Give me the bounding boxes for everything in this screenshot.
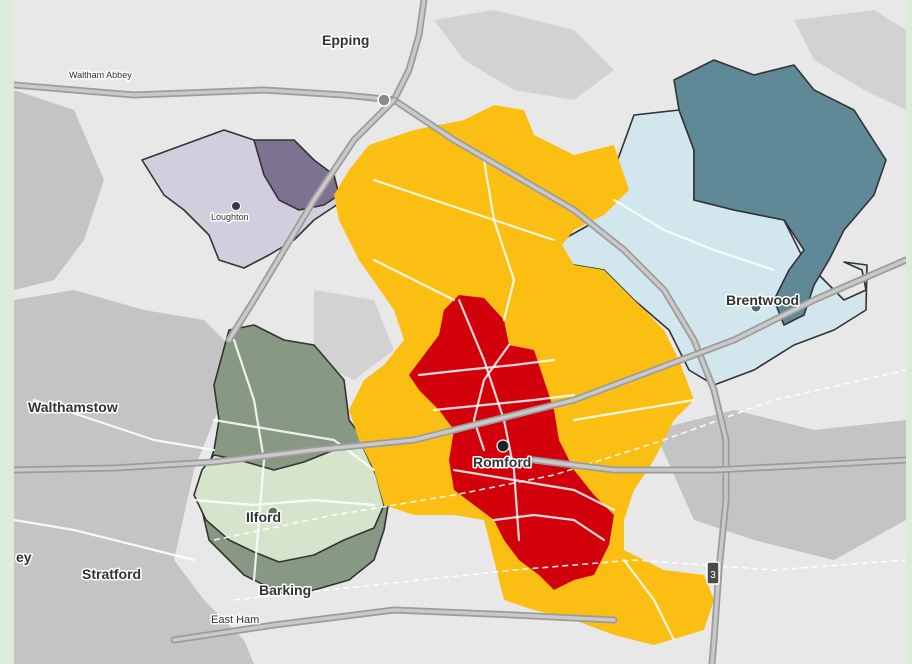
town-centre-marker-icon[interactable] <box>267 506 279 518</box>
local-road-8 <box>482 158 516 322</box>
place-label-east-ham: East Ham <box>211 614 259 626</box>
place-label-partial: ey <box>16 549 32 565</box>
local-road-12 <box>192 498 376 507</box>
railway-line-south <box>233 559 906 601</box>
woodland-north <box>434 10 614 100</box>
urban-area-east <box>654 410 906 560</box>
motorway-junction-icon <box>377 93 391 107</box>
m11-motorway-inner <box>392 0 426 102</box>
local-road-5 <box>492 513 606 542</box>
town-centre-marker-icon[interactable] <box>750 301 762 313</box>
a127-road-inner <box>532 458 906 472</box>
map-frame: 3 Epping Waltham Abbey Loughton Brentwoo… <box>14 0 906 664</box>
local-road-16 <box>32 398 216 452</box>
local-road-10 <box>232 338 266 582</box>
catchment-map[interactable]: 3 Epping Waltham Abbey Loughton Brentwoo… <box>14 0 906 664</box>
svg-text:3: 3 <box>710 570 716 581</box>
place-label-loughton: Loughton <box>211 212 249 222</box>
local-road-7 <box>372 178 556 242</box>
a12-road-inner <box>14 258 906 472</box>
railway-line-east <box>213 369 906 541</box>
town-centre-marker-icon[interactable] <box>231 201 241 211</box>
place-label-brentwood: Brentwood <box>726 292 799 308</box>
town-centre-marker-icon[interactable] <box>496 439 510 453</box>
local-road-13 <box>612 198 776 272</box>
local-road-4 <box>452 468 616 512</box>
local-road-17 <box>14 518 196 562</box>
place-label-ilford: Ilford <box>246 509 281 525</box>
brentwood-core-zone[interactable] <box>673 59 887 326</box>
local-road-9 <box>372 258 456 302</box>
ilford-outer-zone[interactable] <box>193 444 385 563</box>
local-road-6 <box>472 343 511 452</box>
woodland-northeast <box>794 10 906 110</box>
place-label-barking: Barking <box>259 582 311 598</box>
local-road-1 <box>417 358 556 377</box>
urban-area-west <box>14 290 254 664</box>
local-road-15 <box>622 558 676 642</box>
local-road-14 <box>572 398 696 422</box>
place-label-waltham-abbey: Waltham Abbey <box>69 70 132 80</box>
place-label-romford: Romford <box>473 454 531 470</box>
romford-core-zone[interactable] <box>409 295 614 590</box>
motorway-junction-icon: 3 <box>706 561 720 585</box>
local-road-2 <box>432 393 576 412</box>
woodland-centre <box>314 290 394 380</box>
m25-motorway-inner <box>14 83 728 664</box>
urban-area-northwest <box>14 90 104 290</box>
place-label-epping: Epping <box>322 32 369 48</box>
place-label-walthamstow: Walthamstow <box>28 399 118 415</box>
a406-road-inner <box>227 98 396 342</box>
place-label-stratford: Stratford <box>82 566 141 582</box>
a13-road-inner <box>172 608 616 642</box>
local-road-11 <box>212 418 376 472</box>
